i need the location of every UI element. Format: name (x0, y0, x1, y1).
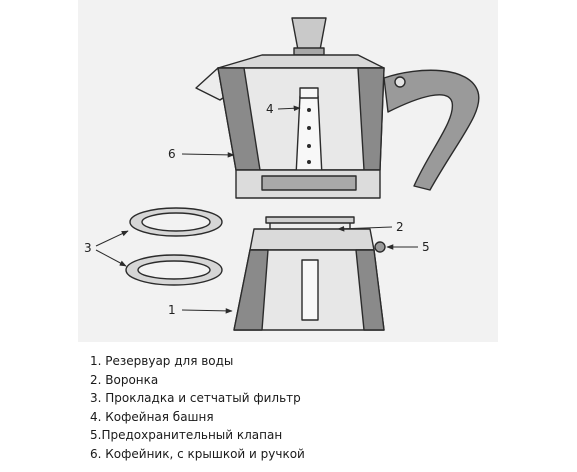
coffee-tower-hole (307, 160, 311, 164)
water-reservoir (233, 228, 386, 331)
callout-lines (95, 105, 418, 314)
parts-legend: 1. Резервуар для воды 2. Воронка 3. Прок… (90, 352, 305, 463)
lid-knob (291, 17, 327, 51)
coffee-tower-hole (307, 108, 311, 112)
callout-arrow-3b (95, 249, 127, 267)
legend-item-gasket-filter: 3. Прокладка и сетчатый фильтр (90, 391, 301, 405)
reservoir-shade-left (233, 249, 269, 331)
lid-knob-base (293, 47, 325, 56)
legend-item-funnel: 2. Воронка (90, 372, 159, 387)
legend-item-coffee-tower: 4. Кофейная башня (90, 409, 214, 424)
legend-item-safety-valve: 5.Предохранительный клапан (90, 428, 283, 442)
callout-arrow-2 (337, 225, 393, 232)
handle-rivet (394, 76, 406, 88)
callout-arrow-6 (181, 152, 235, 158)
safety-valve (374, 241, 386, 253)
callout-arrow-3a (95, 230, 129, 247)
coffee-tower-top (299, 87, 319, 99)
legend-item-water-reservoir: 1. Резервуар для воды (90, 354, 234, 368)
coffee-tower-hole (307, 144, 311, 148)
callout-number-3: 3 (84, 241, 92, 255)
callout-number-5: 5 (422, 240, 430, 254)
funnel-rim (265, 216, 355, 224)
legend-item-coffee-pot: 6. Кофейник, с крышкой и ручкой (90, 446, 305, 461)
gasket-upper (129, 207, 223, 237)
coffee-tower-hole (307, 126, 311, 130)
callout-number-2: 2 (396, 220, 404, 234)
callout-number-1: 1 (168, 303, 176, 317)
callout-arrow-4 (277, 105, 301, 112)
gasket-lower (125, 254, 223, 286)
upper-thread-inner (261, 175, 357, 191)
callout-number-6: 6 (168, 147, 176, 161)
upper-pot (195, 17, 480, 199)
reservoir-top-ring (249, 228, 375, 251)
reservoir-shade-right (355, 249, 385, 331)
reservoir-inner-tube (301, 259, 319, 321)
callout-arrow-1 (181, 308, 233, 314)
callout-number-4: 4 (266, 102, 274, 116)
pot-handle (383, 69, 480, 191)
